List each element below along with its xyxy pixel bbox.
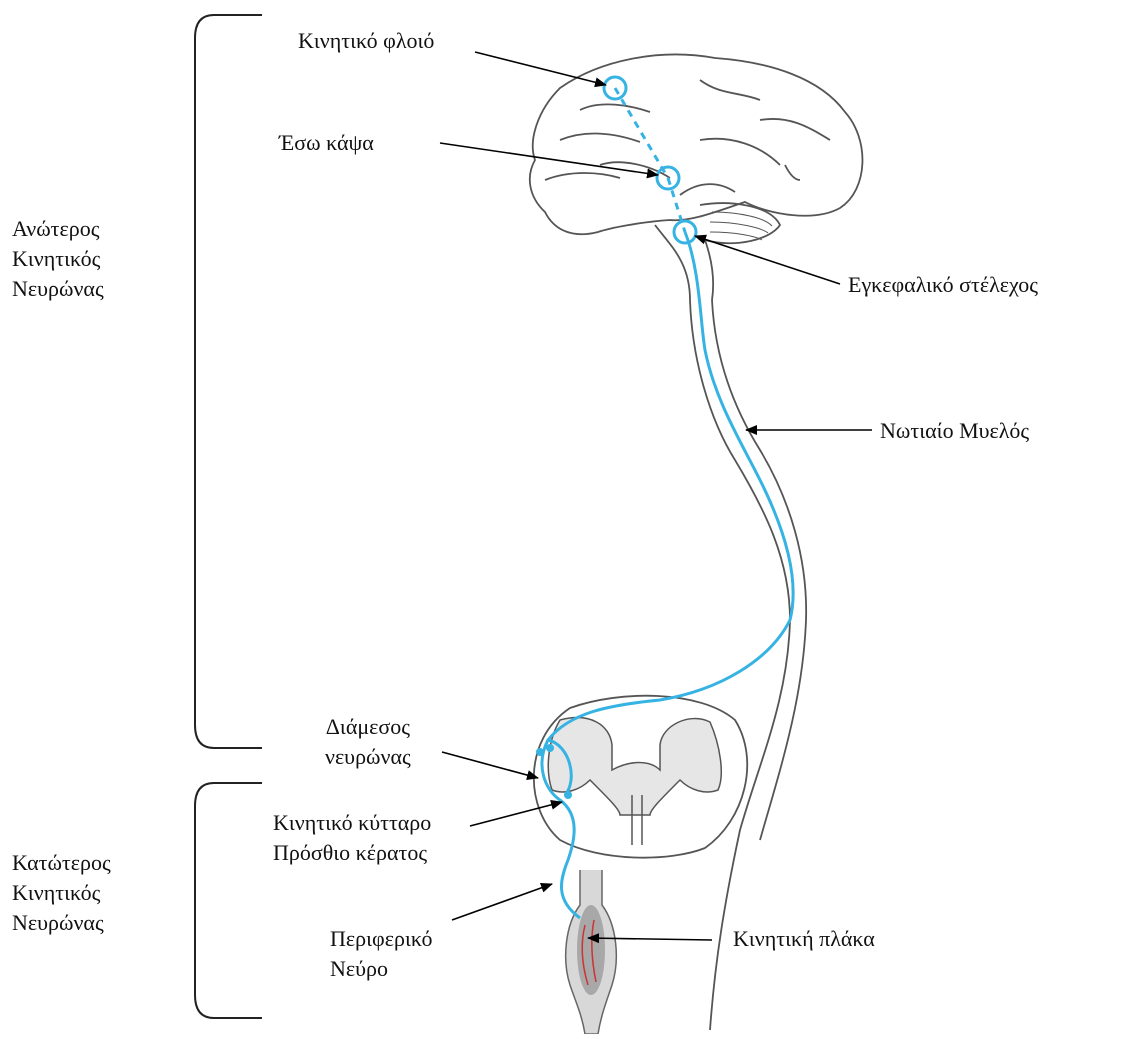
upper-neuron-bracket bbox=[195, 15, 262, 748]
interneuron-label-line1: Διάμεσος bbox=[325, 712, 411, 742]
muscle-illustration bbox=[566, 870, 617, 1034]
interneuron-label: Διάμεσος νευρώνας bbox=[325, 712, 411, 772]
lower-label-line1: Κατώτερος bbox=[12, 848, 111, 878]
brainstem-label: Εγκεφαλικό στέλεχος bbox=[848, 270, 1038, 300]
motor-cell-label-line2: Πρόσθιο κέρατος bbox=[273, 838, 431, 868]
spinal-cross-section bbox=[534, 696, 747, 858]
upper-label-line1: Ανώτερος bbox=[12, 214, 104, 244]
peripheral-nerve-label: Περιφερικό Νεύρο bbox=[330, 924, 432, 984]
internal-capsule-arrow bbox=[440, 143, 658, 175]
interneuron-arrow bbox=[442, 752, 538, 778]
motor-cell-dot bbox=[564, 791, 572, 799]
upper-motor-neuron-label: Ανώτερος Κινητικός Νευρώνας bbox=[12, 214, 104, 304]
lower-neuron-bracket bbox=[195, 783, 262, 1018]
motor-cell-label: Κινητικό κύτταρο Πρόσθιο κέρατος bbox=[273, 808, 431, 868]
peripheral-nerve-label-line2: Νεύρο bbox=[330, 954, 432, 984]
interneuron-dot-1 bbox=[536, 748, 544, 756]
upper-label-line3: Νευρώνας bbox=[12, 274, 104, 304]
brainstem-arrow bbox=[695, 236, 840, 284]
lower-label-line2: Κινητικός bbox=[12, 878, 111, 908]
internal-capsule-label: Έσω κάψα bbox=[279, 128, 374, 158]
brain-illustration bbox=[530, 55, 863, 300]
motor-cell-label-line1: Κινητικό κύτταρο bbox=[273, 808, 431, 838]
lower-motor-neuron-label: Κατώτερος Κινητικός Νευρώνας bbox=[12, 848, 111, 938]
motor-cortex-arrow bbox=[475, 52, 606, 85]
interneuron-dot-2 bbox=[546, 744, 554, 752]
upper-label-line2: Κινητικός bbox=[12, 244, 104, 274]
lower-label-line3: Νευρώνας bbox=[12, 908, 111, 938]
motor-cortex-label: Κινητικό φλοιό bbox=[298, 26, 434, 56]
motor-plate-label: Κινητική πλάκα bbox=[733, 924, 875, 954]
peripheral-nerve-label-line1: Περιφερικό bbox=[330, 924, 432, 954]
interneuron-label-line2: νευρώνας bbox=[325, 742, 411, 772]
peripheral-nerve-arrow bbox=[452, 884, 552, 920]
spinal-cord-label: Νωτιαίο Μυελός bbox=[880, 416, 1029, 446]
